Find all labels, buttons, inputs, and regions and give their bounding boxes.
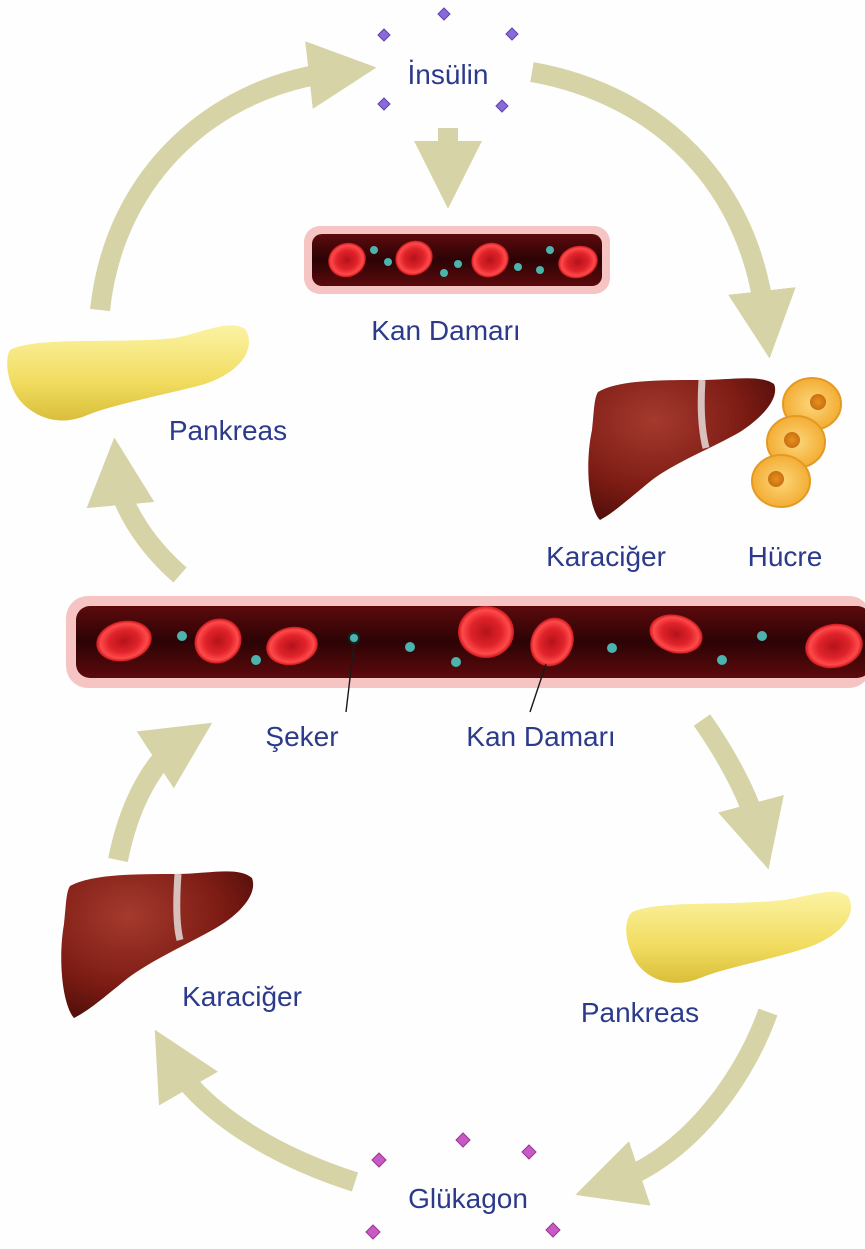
arrow-pancreas-to-glucagon	[614, 1012, 768, 1182]
label-insulin: İnsülin	[408, 59, 489, 90]
sugar-molecule-icon	[251, 655, 261, 665]
label-sugar: Şeker	[265, 721, 338, 752]
glucagon-molecule-icon	[522, 1145, 536, 1159]
pancreas-icon	[7, 325, 249, 420]
arrow-vessel-to-pancreas	[118, 478, 180, 575]
insulin-molecule-icon	[506, 28, 518, 40]
liver-icon	[588, 378, 775, 520]
insulin-molecule-icon	[378, 29, 390, 41]
insulin-molecule-icon	[438, 8, 450, 20]
vessel-top	[304, 226, 610, 294]
sugar-molecule-icon	[514, 263, 522, 271]
glucagon-molecule-icon	[366, 1225, 380, 1239]
insulin-molecule-icon	[496, 100, 508, 112]
pancreas-icon	[626, 892, 851, 983]
fat-cell-icon	[752, 455, 810, 507]
label-liver-right: Karaciğer	[546, 541, 666, 572]
red-blood-cell-icon	[458, 606, 514, 658]
arrow-vessel-to-pancreas-right	[702, 720, 758, 830]
sugar-molecule-icon	[757, 631, 767, 641]
arrow-glucagon-to-liver	[175, 1065, 355, 1182]
sugar-molecule-icon	[536, 266, 544, 274]
sugar-molecule-icon	[405, 642, 415, 652]
arrow-liver-to-vessel	[118, 745, 178, 860]
label-liver-left: Karaciğer	[182, 981, 302, 1012]
sugar-molecule-icon	[370, 246, 378, 254]
label-vessel-main: Kan Damarı	[466, 721, 615, 752]
label-cell: Hücre	[748, 541, 823, 572]
sugar-molecule-icon	[349, 633, 359, 643]
sugar-molecule-icon	[177, 631, 187, 641]
label-vessel-top: Kan Damarı	[371, 315, 520, 346]
sugar-molecule-icon	[451, 657, 461, 667]
vessel-main	[66, 596, 865, 688]
label-pancreas-left: Pankreas	[169, 415, 287, 446]
sugar-molecule-icon	[607, 643, 617, 653]
sugar-molecule-icon	[384, 258, 392, 266]
sugar-molecule-icon	[546, 246, 554, 254]
label-glucagon: Glükagon	[408, 1183, 528, 1214]
arrow-pancreas-to-insulin	[100, 72, 336, 310]
label-pancreas-right: Pankreas	[581, 997, 699, 1028]
sugar-molecule-icon	[717, 655, 727, 665]
glucagon-molecule-icon	[456, 1133, 470, 1147]
sugar-molecule-icon	[440, 269, 448, 277]
glucagon-molecule-icon	[372, 1153, 386, 1167]
glucagon-molecule-icon	[546, 1223, 560, 1237]
sugar-molecule-icon	[454, 260, 462, 268]
insulin-molecule-icon	[378, 98, 390, 110]
liver-right	[588, 378, 775, 520]
